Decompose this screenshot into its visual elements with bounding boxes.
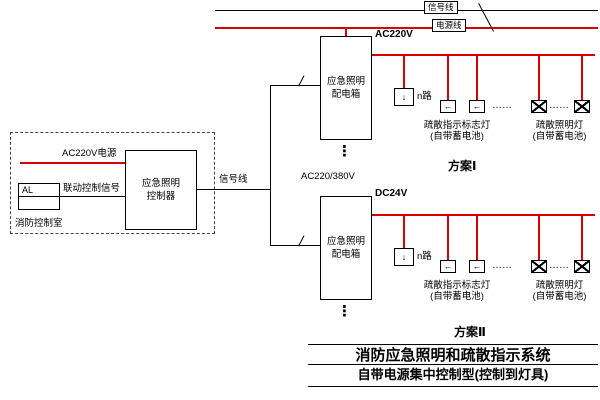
feeder-ellipsis-1: ⋮ — [337, 143, 352, 160]
scheme-2: ↓ n路 ← ← …… …… 疏散指示标志灯 (自带蓄电池) 疏散照明灯 (自带… — [372, 214, 600, 344]
ellipsis-lamps: …… — [549, 260, 569, 271]
signal-bus-line — [215, 10, 598, 11]
scheme2-drop-lamp2 — [581, 216, 583, 260]
title-rule-mid — [308, 364, 598, 365]
scheme1-drop-n — [403, 56, 405, 88]
n-circuits-label: n路 — [417, 251, 432, 262]
scheme2-drop-ind2 — [476, 216, 478, 260]
signal-branch-line-1 — [270, 85, 320, 86]
evac-indicator-lamp-icon: ← — [469, 100, 485, 113]
legend-power-label: 电源线 — [432, 19, 466, 33]
scheme2-power-bus — [372, 214, 595, 216]
ellipsis-indicators: …… — [492, 100, 512, 111]
title-rule-bottom — [308, 386, 598, 387]
signal-line-label: 信号线 — [219, 174, 248, 185]
lamp-caption: 疏散照明灯 (自带蓄电池) — [517, 120, 600, 143]
indicator-caption-line2: (自带蓄电池) — [430, 290, 484, 302]
ac-power-label: AC220V电源 — [62, 148, 117, 159]
lamp-caption-line2: (自带蓄电池) — [532, 290, 587, 302]
power-bus-line — [215, 27, 598, 29]
evac-indicator-lamp-icon: ← — [440, 260, 456, 273]
scheme-name: 方案Ⅱ — [454, 325, 486, 339]
controller-label-line1: 应急照明 — [141, 177, 180, 189]
title-rule-top — [308, 344, 598, 345]
legend-signal-label: 信号线 — [424, 1, 458, 15]
evac-indicator-lamp-icon: ← — [469, 260, 485, 273]
distribution-box-1-label-line2: 配电箱 — [331, 89, 361, 100]
indicator-caption: 疏散指示标志灯 (自带蓄电池) — [402, 280, 512, 303]
distribution-box-2-label-line2: 配电箱 — [331, 249, 361, 260]
n-circuit-box-icon: ↓ — [394, 88, 414, 106]
scheme1-drop-lamp2 — [581, 56, 583, 100]
lamp-caption-line1: 疏散照明灯 — [535, 280, 584, 291]
controller-label-line2: 控制器 — [146, 191, 176, 202]
scheme2-drop-n — [403, 216, 405, 248]
feeder1-power-drop — [345, 28, 347, 37]
signal-trunk-line — [270, 85, 271, 246]
scheme1-drop-ind1 — [447, 56, 449, 100]
between-voltage-label: AC220/380V — [301, 171, 355, 182]
lamp-caption: 疏散照明灯 (自带蓄电池) — [517, 280, 600, 303]
controller-output-line — [197, 189, 270, 190]
distribution-box-1-label-line1: 应急照明 — [326, 75, 365, 87]
indicator-caption-line1: 疏散指示标志灯 — [423, 120, 491, 131]
scheme1-drop-ind2 — [476, 56, 478, 100]
ellipsis-lamps: …… — [549, 100, 569, 111]
fire-control-room-boundary — [10, 132, 215, 234]
lamp-caption-line2: (自带蓄电池) — [532, 130, 587, 142]
feeder2-voltage-label: DC24V — [375, 188, 408, 199]
indicator-caption-line2: (自带蓄电池) — [430, 130, 484, 142]
linkage-signal-label: 联动控制信号 — [63, 183, 121, 194]
distribution-box-2: 应急照明 配电箱 — [320, 196, 372, 300]
diagram-title: 消防应急照明和疏散指示系统 — [355, 347, 551, 364]
feeder1-voltage-label: AC220V — [375, 29, 413, 40]
scheme-name: 方案Ⅰ — [448, 159, 477, 173]
scheme2-drop-ind1 — [447, 216, 449, 260]
n-circuit-box-icon: ↓ — [394, 248, 414, 266]
scheme1-drop-lamp1 — [538, 56, 540, 100]
evac-indicator-lamp-icon: ← — [440, 100, 456, 113]
al-panel: AL — [18, 183, 60, 210]
al-panel-label: AL — [19, 184, 59, 197]
feeder-ellipsis-2: ⋮ — [337, 303, 352, 320]
indicator-caption: 疏散指示标志灯 (自带蓄电池) — [402, 120, 512, 143]
linkage-signal-line — [60, 196, 125, 197]
n-circuits-label: n路 — [417, 91, 432, 102]
ellipsis-indicators: …… — [492, 260, 512, 271]
distribution-box-1: 应急照明 配电箱 — [320, 36, 372, 140]
fire-control-room-label: 消防控制室 — [15, 218, 63, 229]
scheme2-drop-lamp1 — [538, 216, 540, 260]
signal-branch-line-2 — [270, 245, 320, 246]
emergency-lamp-icon — [574, 100, 590, 113]
indicator-caption-line1: 疏散指示标志灯 — [423, 280, 491, 291]
scheme1-power-bus — [372, 54, 595, 56]
ac-power-line — [20, 162, 125, 164]
scheme-1: ↓ n路 ← ← …… …… 疏散指示标志灯 (自带蓄电池) 疏散照明灯 (自带… — [372, 54, 600, 184]
emergency-lighting-controller: 应急照明 控制器 — [125, 150, 197, 230]
emergency-lamp-icon — [531, 260, 547, 273]
emergency-lamp-icon — [574, 260, 590, 273]
diagram-subtitle: 自带电源集中控制型(控制到灯具) — [357, 367, 549, 382]
emergency-lamp-icon — [531, 100, 547, 113]
lamp-caption-line1: 疏散照明灯 — [535, 120, 584, 131]
distribution-box-2-label-line1: 应急照明 — [326, 235, 365, 247]
